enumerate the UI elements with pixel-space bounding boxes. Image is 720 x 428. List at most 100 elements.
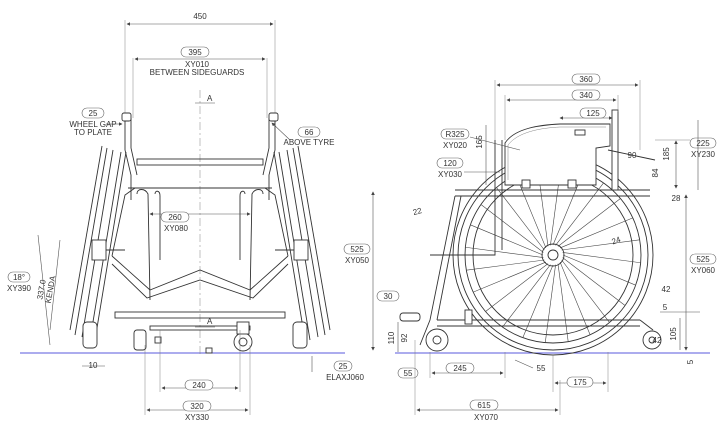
spoke bbox=[559, 217, 633, 249]
spoke bbox=[562, 254, 636, 286]
dim-110: 110 bbox=[387, 331, 396, 344]
spoke bbox=[465, 246, 544, 258]
right-castor bbox=[233, 332, 253, 352]
spoke bbox=[555, 182, 604, 246]
pill-525-right bbox=[689, 253, 717, 265]
spoke bbox=[561, 259, 610, 323]
seat-bolt-1 bbox=[521, 179, 531, 189]
above-tyre-label: ABOVE TYRE bbox=[284, 138, 335, 147]
xy010-label: XY010 bbox=[185, 60, 210, 69]
pill-395 bbox=[180, 46, 210, 58]
dim-line-camber bbox=[37, 234, 51, 346]
pill-55-left bbox=[397, 367, 419, 379]
left-antitip-wheel bbox=[82, 321, 98, 349]
left-side-frame bbox=[111, 187, 136, 257]
pill-245 bbox=[445, 362, 475, 374]
sideguard-clip bbox=[574, 129, 586, 136]
dim-30: 30 bbox=[384, 292, 393, 301]
dim-225: 225 bbox=[696, 139, 710, 148]
dim-615: 615 bbox=[477, 401, 491, 410]
pill-30 bbox=[376, 290, 400, 302]
dim-185: 185 bbox=[662, 147, 671, 161]
xy230-label: XY230 bbox=[691, 150, 716, 159]
right-side-frame bbox=[264, 187, 289, 257]
dim-5-bottom: 5 bbox=[686, 359, 695, 364]
pill-340 bbox=[571, 89, 601, 101]
xy080-label: XY080 bbox=[164, 224, 189, 233]
xy390-label: XY390 bbox=[7, 284, 32, 293]
right-back-cap bbox=[268, 112, 279, 122]
front-castor-side bbox=[425, 328, 449, 352]
dim-10: 10 bbox=[89, 361, 98, 370]
wheel-gap-label-2: TO PLATE bbox=[74, 128, 112, 137]
antitip-wheel-side bbox=[642, 330, 662, 350]
pill-320 bbox=[182, 400, 212, 412]
dim-320: 320 bbox=[190, 402, 204, 411]
spoke bbox=[470, 224, 544, 256]
spoke bbox=[562, 257, 626, 306]
xy070-label: XY070 bbox=[474, 413, 499, 422]
right-back-post bbox=[268, 118, 276, 200]
spoke bbox=[502, 264, 551, 328]
leader-r325 bbox=[469, 136, 521, 151]
pill-25-elaxj bbox=[333, 360, 353, 372]
right-antitip-wheel bbox=[292, 321, 308, 349]
dim-340: 340 bbox=[579, 91, 593, 100]
spoke bbox=[496, 187, 545, 251]
foot-bar bbox=[149, 325, 251, 331]
kenda-label: KENDA bbox=[44, 275, 58, 304]
between-sideguards-label: BETWEEN SIDEGUARDS bbox=[150, 68, 245, 77]
seat-line-90 bbox=[607, 149, 656, 161]
dim-120: 120 bbox=[443, 159, 457, 168]
pill-360 bbox=[571, 73, 601, 85]
right-wheel-inner-2 bbox=[273, 151, 306, 341]
castor-housing bbox=[464, 309, 473, 325]
lower-cross-frame-2 bbox=[111, 263, 289, 299]
left-wheel-inner-2 bbox=[94, 151, 127, 341]
dim-240: 240 bbox=[192, 381, 206, 390]
antitip-arm bbox=[639, 319, 654, 331]
spoke bbox=[562, 252, 641, 264]
dim-5-top: 5 bbox=[663, 303, 668, 312]
side-view: 360 340 125 R325 XY020 165 120 XY030 90 … bbox=[343, 73, 717, 422]
pill-260 bbox=[160, 211, 190, 223]
dim-42-bottom: 42 bbox=[653, 336, 662, 345]
dim-525-left: 525 bbox=[350, 245, 364, 254]
seat-bolt-2 bbox=[567, 179, 577, 189]
pill-120 bbox=[436, 157, 464, 169]
left-handrim bbox=[69, 145, 103, 331]
lower-cross-frame bbox=[111, 255, 289, 291]
xy020-label: XY020 bbox=[443, 141, 468, 150]
dim-395: 395 bbox=[188, 48, 202, 57]
right-castor-fork bbox=[236, 321, 250, 335]
spoke bbox=[480, 204, 544, 253]
seat-tube bbox=[136, 158, 264, 166]
spoke bbox=[485, 263, 549, 312]
dim-55-mid: 55 bbox=[537, 364, 546, 373]
pill-225 bbox=[689, 137, 717, 149]
rear-wheel-spokes bbox=[465, 167, 641, 343]
spoke bbox=[561, 239, 640, 251]
front-castor-hub bbox=[432, 335, 442, 345]
pill-615 bbox=[469, 399, 499, 411]
left-back-post bbox=[124, 118, 132, 200]
front-upright bbox=[419, 195, 456, 346]
pill-125 bbox=[579, 107, 607, 119]
right-hub bbox=[293, 239, 309, 261]
right-castor-hub bbox=[238, 337, 248, 347]
sideguard-inner bbox=[507, 126, 606, 180]
dim-25-elaxj: 25 bbox=[339, 362, 348, 371]
center-small-part bbox=[205, 347, 213, 354]
spoke bbox=[559, 261, 591, 335]
section-a-bottom-label: A bbox=[207, 317, 213, 326]
dim-55-left: 55 bbox=[404, 369, 413, 378]
front-upright-2 bbox=[436, 195, 462, 321]
spoke bbox=[544, 264, 556, 343]
dim-22: 22 bbox=[412, 206, 423, 217]
dim-337: 337.0 bbox=[35, 278, 47, 300]
dim-42-top: 42 bbox=[662, 285, 671, 294]
backrest-sideguard bbox=[504, 123, 611, 186]
dim-260: 260 bbox=[168, 213, 182, 222]
